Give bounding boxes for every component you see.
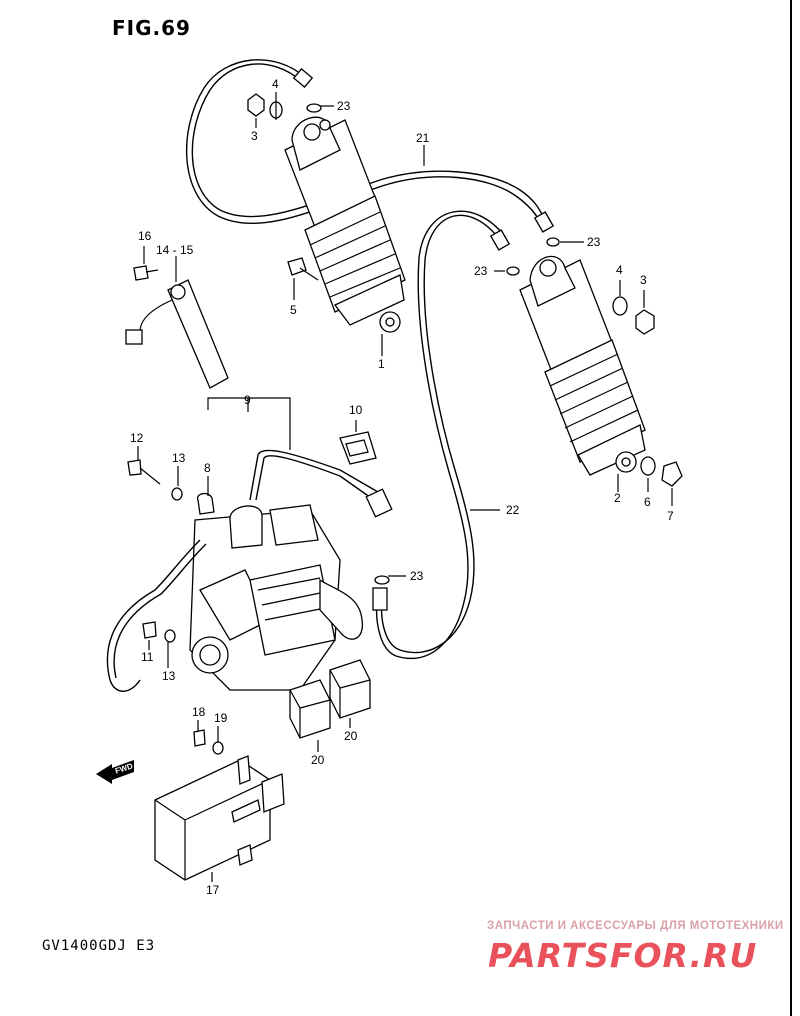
callout-10: 10 bbox=[349, 403, 363, 417]
callout-4: 4 bbox=[616, 263, 623, 277]
bracket-line-9 bbox=[207, 397, 291, 450]
callout-23: 23 bbox=[587, 235, 601, 249]
callout-23: 23 bbox=[474, 264, 488, 278]
callout-17: 17 bbox=[206, 883, 220, 897]
watermark-logo: PARTSFOR.RU bbox=[488, 936, 758, 975]
callout-1: 1 bbox=[378, 357, 385, 371]
control-unit-17 bbox=[154, 755, 285, 881]
model-code: GV1400GDJ E3 bbox=[42, 938, 156, 954]
callout-22: 22 bbox=[506, 503, 520, 517]
bracket-10 bbox=[339, 431, 377, 465]
callout-18: 18 bbox=[192, 705, 206, 719]
callout-7: 7 bbox=[667, 509, 674, 523]
callout-9: 9 bbox=[244, 393, 251, 407]
callout-16: 16 bbox=[138, 229, 152, 243]
callout-23: 23 bbox=[337, 99, 351, 113]
callout-20: 20 bbox=[344, 729, 358, 743]
callout-4: 4 bbox=[272, 77, 279, 91]
callout-13: 13 bbox=[162, 669, 176, 683]
callout-12: 12 bbox=[130, 431, 144, 445]
air-hose-21 bbox=[191, 63, 546, 221]
air-hose-22 bbox=[380, 214, 501, 654]
figure-title: FIG.69 bbox=[112, 16, 191, 40]
leader-lines bbox=[137, 92, 673, 882]
shock-absorber-right bbox=[519, 255, 646, 476]
callout-11: 11 bbox=[141, 650, 154, 664]
callout-2: 2 bbox=[614, 491, 621, 505]
relays-20 bbox=[289, 659, 371, 739]
callout-3: 3 bbox=[251, 129, 258, 143]
callout-21: 21 bbox=[416, 131, 430, 145]
callout-6: 6 bbox=[644, 495, 651, 509]
callout-23: 23 bbox=[410, 569, 424, 583]
callout-3: 3 bbox=[640, 273, 647, 287]
compressor-assembly bbox=[106, 492, 363, 692]
fwd-arrow-icon bbox=[96, 760, 134, 784]
callout-5: 5 bbox=[290, 303, 297, 317]
callout-19: 19 bbox=[214, 711, 228, 725]
watermark-caption: ЗАПЧАСТИ И АКСЕССУАРЫ ДЛЯ МОТОТЕХНИКИ bbox=[487, 920, 784, 932]
height-sensor bbox=[125, 279, 229, 389]
callout-20: 20 bbox=[311, 753, 325, 767]
callout-8: 8 bbox=[204, 461, 211, 475]
shock-absorber-left bbox=[284, 116, 406, 333]
callout-13: 13 bbox=[172, 451, 186, 465]
callout-14-15: 14 - 15 bbox=[156, 243, 194, 257]
